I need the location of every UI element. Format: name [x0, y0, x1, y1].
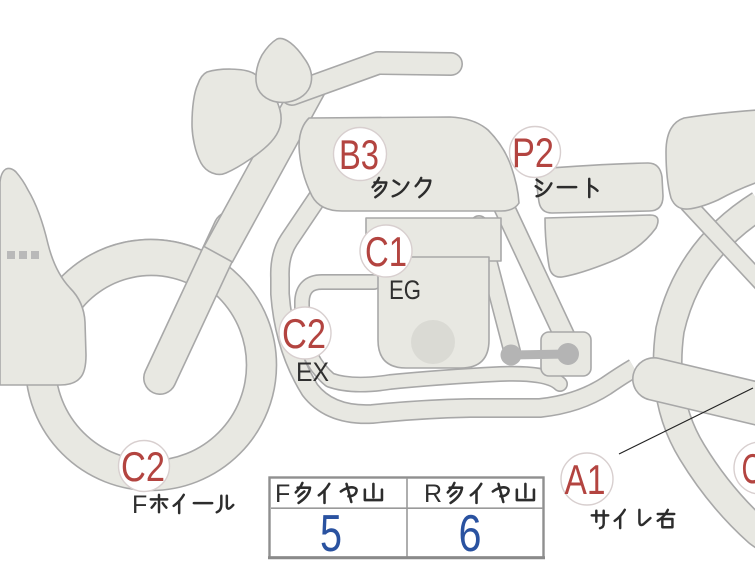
svg-text:R: R [424, 480, 442, 508]
svg-text:C: C [742, 445, 755, 492]
svg-text:F: F [275, 480, 290, 508]
svg-text:6: 6 [459, 505, 482, 561]
svg-text:C1: C1 [365, 228, 407, 275]
svg-text:A1: A1 [565, 456, 606, 503]
svg-text:F: F [132, 491, 147, 519]
svg-text:P2: P2 [512, 129, 554, 176]
svg-text:C2: C2 [121, 443, 165, 490]
svg-text:5: 5 [320, 505, 342, 561]
svg-text:B3: B3 [339, 131, 379, 178]
svg-text:C2: C2 [282, 310, 326, 357]
svg-text:EG: EG [389, 275, 421, 305]
svg-text:EX: EX [296, 357, 329, 387]
